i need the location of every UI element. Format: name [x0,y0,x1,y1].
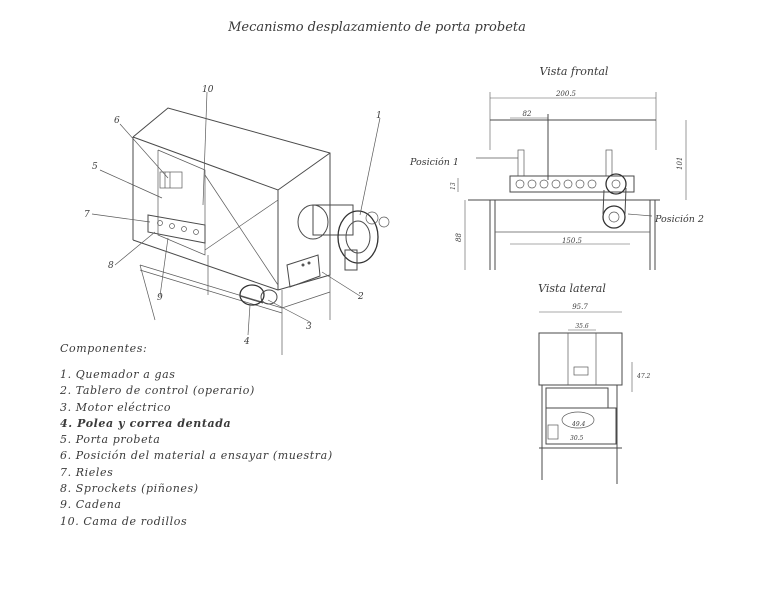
control-panel [286,254,321,288]
diag-brace-1 [204,174,279,286]
leader-9 [159,237,169,297]
side-motor [561,411,595,429]
leader-7 [91,213,151,223]
dim-35: 35.6 [575,323,589,330]
drawing-title: Mecanismo desplazamiento de porta probet… [227,20,526,35]
components-list: 1. Quemador a gas 2. Tablero de control … [60,367,380,530]
dim-49: 49.4 [571,421,586,428]
leader-6 [119,123,169,179]
sample-holder-rail [147,214,206,244]
component-item: 8. Sprockets (piñones) [60,482,199,496]
component-item: 7. Rieles [60,465,114,479]
dim-101: 101 [676,157,684,170]
diag-brace-2 [204,199,279,251]
sample-block [159,171,183,189]
sprocket-bottom [602,205,626,229]
leader-5 [99,169,163,199]
front-view: Vista frontal 200.5 82 Posición 1 Po [409,65,704,270]
post-left [517,149,525,177]
sprocket-top [605,173,627,195]
component-item: 1. Quemador a gas [60,368,176,381]
dim-82: 82 [523,110,532,118]
dim-total-width: 200.5 [555,90,577,98]
component-item: 3. Motor eléctrico [60,400,172,414]
callout-7: 7 [84,210,90,220]
components-legend: Componentes: 1. Quemador a gas 2. Tabler… [60,342,380,530]
callout-4: 4 [243,337,250,347]
pos2-leader [627,213,653,217]
roller-bed [509,175,635,193]
sprocket-d [193,229,199,235]
callout-9: 9 [157,293,163,303]
leg-front-left [139,264,156,321]
callout-8: 8 [108,261,114,271]
front-label-pos1: Posición 1 [409,157,459,168]
cabinet-bottom-right [277,274,331,291]
side-frame [545,407,617,445]
component-item: 6. Posición del material a ensayar (mues… [60,449,333,463]
rollers [515,179,597,189]
component-item: 9. Cadena [60,498,122,512]
component-item: 5. Porta probeta [60,433,161,447]
callout-6: 6 [114,116,120,126]
dim-47: 47.2 [636,373,651,380]
front-label-pos2: Posición 2 [654,214,704,225]
callout-2: 2 [357,292,364,302]
sprocket-b [169,223,175,229]
leader-1 [359,117,381,216]
leader-8 [114,231,156,266]
leader-10 [202,91,208,206]
isometric-view: 10 1 6 5 7 8 9 4 3 2 [84,85,390,355]
component-item: 2. Tablero de control (operario) [60,384,255,398]
callout-10: 10 [202,85,214,95]
dim-88: 88 [455,233,463,242]
chain [602,189,605,215]
sprocket-top-hub [611,179,621,189]
side-view-title: Vista lateral [538,282,606,295]
control-knob [301,263,305,267]
leader-2 [321,271,361,297]
stand-shelf [139,264,331,309]
component-item: 4. Polea y correa dentada [60,416,232,430]
sprocket-bottom-hub [608,211,620,223]
side-body [538,332,623,386]
motor-pulley [239,284,278,306]
side-sample [573,366,589,376]
side-pulley [547,424,559,440]
callout-3: 3 [306,322,312,332]
front-view-title: Vista frontal [540,65,609,78]
post-right [605,149,613,177]
chain [624,187,627,215]
dim-150: 150.5 [562,237,583,245]
stand-shelf-lower [139,269,283,314]
cabinet-top-back-edge [132,107,331,275]
leader-3 [267,299,311,323]
callout-5: 5 [92,162,98,172]
callout-1: 1 [376,111,382,121]
component-item: 10. Cama de rodillos [60,514,188,528]
cabinet-opening [157,149,206,256]
dim-13: 13 [450,182,457,190]
components-heading: Componentes: [60,342,148,355]
sprocket-c [181,226,187,232]
control-knob [307,261,311,265]
leader-4 [247,304,251,336]
dim-30: 30.5 [570,435,584,442]
cabinet-bottom-edge [132,239,279,291]
dim-95: 95.7 [572,303,588,311]
sprocket-a [157,220,163,226]
side-rail [545,387,609,409]
side-view: Vista lateral 95.7 35.6 47.2 49.4 30.5 [538,282,651,484]
gas-burner [297,204,390,271]
